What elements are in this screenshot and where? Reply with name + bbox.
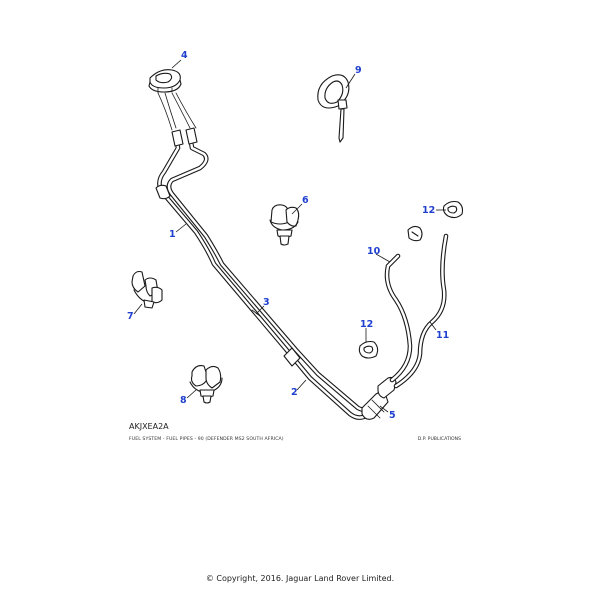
part-8-clip[interactable] [189, 365, 223, 404]
copyright-footer: © Copyright, 2016. Jaguar Land Rover Lim… [205, 574, 395, 583]
callout-1: 1 [169, 229, 176, 240]
part-12-hose-clip-lower[interactable] [358, 340, 379, 359]
callout-3: 3 [263, 297, 270, 308]
callout-4: 4 [181, 50, 188, 61]
callout-11: 11 [436, 330, 449, 341]
part-5-pipe-sleeve[interactable] [361, 376, 397, 420]
part-12-hose-clip-upper[interactable] [442, 200, 464, 219]
part-7-clip[interactable] [131, 270, 163, 309]
callout-12-upper: 12 [422, 205, 435, 216]
callout-7: 7 [127, 311, 134, 322]
callout-10: 10 [367, 246, 381, 257]
diagram-code: AKJXEA2A [129, 422, 169, 431]
part-11-flex-hose[interactable] [393, 233, 449, 389]
part-1-2-3-main-fuel-pipes[interactable] [155, 127, 375, 420]
part-6-clip[interactable] [269, 204, 300, 246]
part-10-flex-hose[interactable] [384, 253, 413, 383]
part-9-cable-tie[interactable] [317, 74, 350, 143]
callout-5: 5 [389, 410, 396, 421]
diagram-caption: FUEL SYSTEM - FUEL PIPES - 90 (DEFENDER … [129, 437, 284, 442]
publisher-label: D.P. PUBLICATIONS [417, 437, 461, 442]
callout-2: 2 [291, 387, 298, 398]
callout-9: 9 [355, 65, 362, 76]
part-4-twin-clip[interactable] [148, 69, 182, 94]
callout-12-lower: 12 [360, 319, 373, 330]
callout-6: 6 [302, 195, 309, 206]
hose-clip-small[interactable] [407, 225, 423, 242]
callout-8: 8 [180, 395, 187, 406]
